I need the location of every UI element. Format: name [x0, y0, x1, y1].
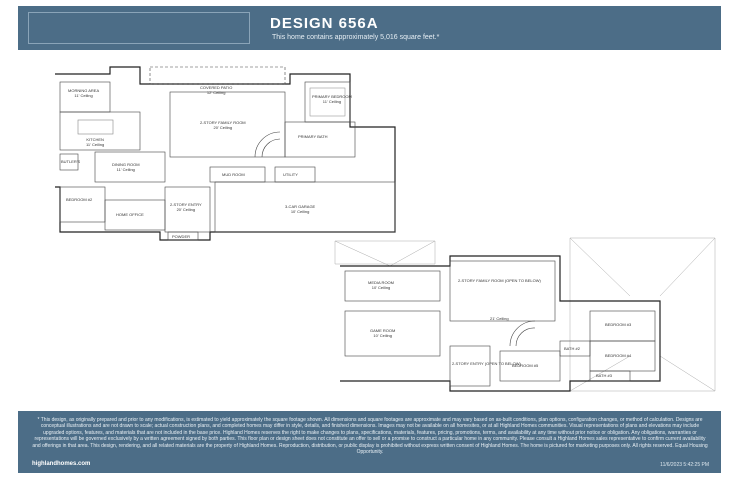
- room-label-utility: UTILITY: [283, 172, 298, 177]
- room-label-entry-below: 2-STORY ENTRY (OPEN TO BELOW): [452, 361, 521, 366]
- timestamp: 11/6/2023 5:42:25 PM: [660, 462, 709, 468]
- room-label-bedroom-2: BEDROOM #2: [66, 197, 93, 202]
- page-title: DESIGN 656A: [270, 15, 379, 32]
- room-label-office: HOME OFFICE: [116, 212, 144, 217]
- page-subtitle: This home contains approximately 5,016 s…: [272, 34, 440, 41]
- room-label-bedroom-4: BEDROOM #4: [605, 353, 632, 358]
- disclaimer-text: * This design, as originally prepared an…: [32, 417, 708, 456]
- room-label-bath-3: BATH #3: [596, 373, 612, 378]
- room-label-21-ceiling: 21' Ceiling: [490, 316, 509, 321]
- logo: [28, 12, 250, 44]
- header-banner: DESIGN 656A This home contains approxima…: [18, 6, 721, 50]
- website-link[interactable]: highlandhomes.com: [32, 461, 91, 467]
- footer-banner: * This design, as originally prepared an…: [18, 411, 721, 473]
- room-label-family-below: 2-STORY FAMILY ROOM (OPEN TO BELOW): [458, 278, 541, 283]
- room-label-bedroom-5: BEDROOM #5: [512, 363, 539, 368]
- room-label-butlers: BUTLER'S: [61, 159, 81, 164]
- room-label-bath-2: BATH #2: [564, 346, 580, 351]
- second-floor-drawing: [334, 237, 716, 392]
- room-label-mud: MUD ROOM: [222, 172, 245, 177]
- first-floor-drawing: [55, 66, 396, 241]
- room-label-powder: POWDER: [172, 234, 190, 239]
- room-label-bedroom-3: BEDROOM #3: [605, 322, 632, 327]
- room-label-primary-bath: PRIMARY BATH: [298, 134, 328, 139]
